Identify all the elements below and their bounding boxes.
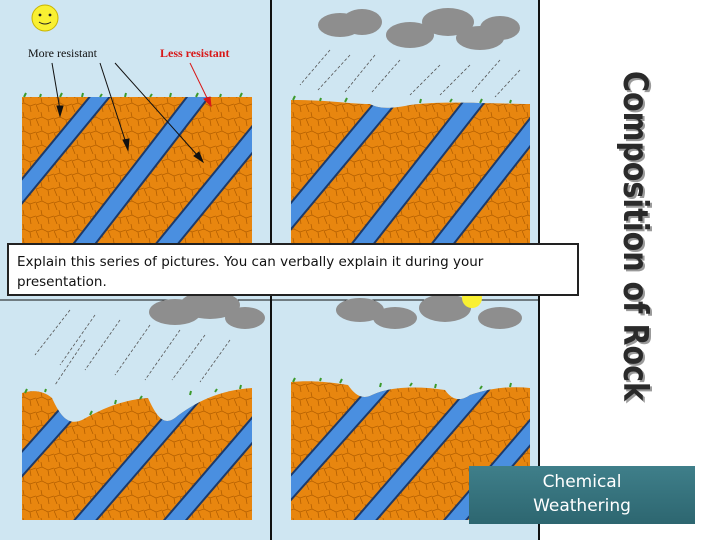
rain-streaks-b bbox=[299, 49, 521, 98]
cloud-icon bbox=[318, 8, 520, 50]
instruction-callout: Explain this series of pictures. You can… bbox=[7, 243, 579, 296]
label-less-resistant: Less resistant bbox=[160, 46, 229, 60]
side-title-text: Composition of Rock bbox=[615, 71, 655, 402]
side-title-shadow: Composition of Rock bbox=[617, 73, 657, 404]
cloud-icon bbox=[149, 291, 265, 329]
side-title: Composition of Rock Composition of Rock bbox=[615, 71, 657, 404]
panel-c-eroded-surface bbox=[22, 291, 265, 520]
label-more-resistant: More resistant bbox=[28, 46, 98, 60]
cloud-icon bbox=[336, 294, 522, 329]
instruction-text: Explain this series of pictures. You can… bbox=[17, 254, 484, 290]
rain-streaks-c bbox=[34, 309, 231, 386]
pointer-arrows bbox=[51, 62, 212, 164]
sun-icon bbox=[31, 4, 59, 32]
